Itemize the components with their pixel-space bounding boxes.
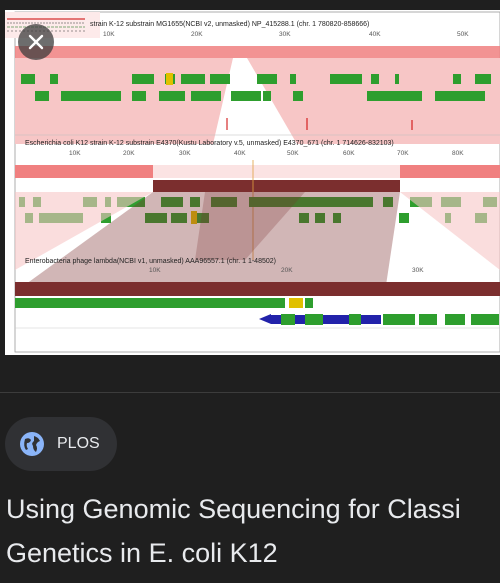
track-3-label: Enterobacteria phage lambda(NCBI v1, unm… (25, 258, 276, 265)
track-2-tick: 20K (123, 150, 135, 157)
title-line-1: Using Genomic Sequencing for Classi (6, 494, 461, 524)
source-chip[interactable]: PLOS (5, 417, 117, 471)
title-line-2: Genetics in E. coli K12 (6, 538, 278, 568)
track-2-label: Escherichia coli K12 strain K-12 substra… (25, 140, 394, 147)
track-1-tick: 50K (457, 31, 469, 38)
track-2-tick: 10K (69, 150, 81, 157)
track-3-tick: 10K (149, 267, 161, 274)
track-1-tick: 40K (369, 31, 381, 38)
close-button[interactable] (18, 24, 54, 60)
track-2-tick: 60K (343, 150, 355, 157)
genome-browser-image[interactable]: strain K-12 substrain MG1655(NCBI v2, un… (5, 10, 500, 355)
track-1-tick: 20K (191, 31, 203, 38)
track-2-tick: 70K (397, 150, 409, 157)
close-icon (28, 34, 44, 50)
track-1-tick: 10K (103, 31, 115, 38)
track-3-tick: 30K (412, 267, 424, 274)
track-1-tick: 30K (279, 31, 291, 38)
track-2-tick: 30K (179, 150, 191, 157)
track-2-tick: 50K (287, 150, 299, 157)
divider (0, 392, 500, 393)
track-2-tick: 80K (452, 150, 464, 157)
result-title[interactable]: Using Genomic Sequencing for Classi Gene… (6, 487, 500, 575)
track-3-tick: 20K (281, 267, 293, 274)
source-name: PLOS (57, 435, 100, 452)
track-2-tick: 40K (234, 150, 246, 157)
track-1-label: strain K-12 substrain MG1655(NCBI v2, un… (90, 21, 369, 28)
globe-icon (17, 429, 47, 459)
